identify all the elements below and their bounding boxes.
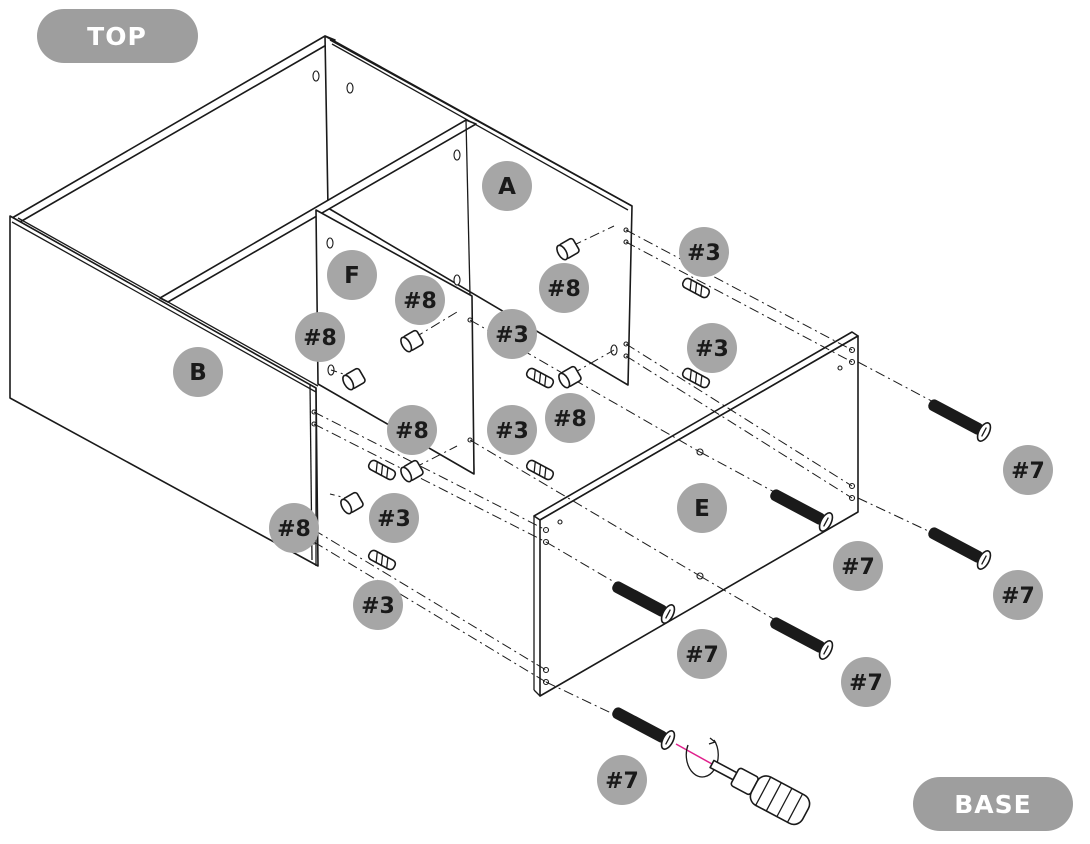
dowel-callout: #3 — [687, 323, 737, 373]
screw-callout: #7 — [1003, 445, 1053, 495]
svg-text:#3: #3 — [495, 323, 529, 348]
svg-text:#3: #3 — [361, 594, 395, 619]
screw-callout: #7 — [993, 570, 1043, 620]
dowel-callout: #3 — [353, 580, 403, 630]
cam-lock-callout: #8 — [387, 405, 437, 455]
svg-text:#8: #8 — [403, 289, 437, 314]
svg-text:#3: #3 — [495, 419, 529, 444]
dowel-callout: #3 — [679, 227, 729, 277]
panel-a-label: A — [498, 174, 516, 200]
panel-b-label: B — [189, 360, 207, 386]
svg-text:#8: #8 — [395, 419, 429, 444]
svg-text:#7: #7 — [849, 671, 883, 696]
screw-callout: #7 — [833, 541, 883, 591]
svg-text:#8: #8 — [277, 517, 311, 542]
screw-parts — [612, 399, 992, 750]
screw-callout: #7 — [597, 755, 647, 805]
svg-text:#7: #7 — [685, 643, 719, 668]
screwdriver-icon — [675, 737, 811, 826]
svg-text:#3: #3 — [377, 507, 411, 532]
svg-text:#8: #8 — [303, 326, 337, 351]
top-label-text: TOP — [87, 22, 147, 51]
cam-lock-parts — [340, 237, 582, 515]
cam-lock-callout: #8 — [295, 312, 345, 362]
dowel-callout: #3 — [369, 493, 419, 543]
svg-text:#8: #8 — [547, 277, 581, 302]
svg-text:#7: #7 — [1001, 584, 1035, 609]
screw-callout: #7 — [841, 657, 891, 707]
cabinet-body — [9, 35, 633, 567]
panel-e-label: E — [694, 496, 710, 522]
back-rail — [11, 35, 336, 223]
screw-callout: #7 — [677, 629, 727, 679]
svg-text:#7: #7 — [605, 769, 639, 794]
cam-lock-callout: #8 — [539, 263, 589, 313]
panel-b — [9, 215, 319, 567]
svg-text:#8: #8 — [553, 407, 587, 432]
dowel-callout: #3 — [487, 309, 537, 359]
base-label-text: BASE — [954, 790, 1032, 819]
svg-text:#3: #3 — [695, 337, 729, 362]
panel-e-badge: E — [677, 483, 727, 533]
svg-text:#3: #3 — [687, 241, 721, 266]
cam-lock-callout: #8 — [545, 393, 595, 443]
cam-lock-callout: #8 — [269, 503, 319, 553]
panel-f-badge: F — [327, 250, 377, 300]
svg-text:#7: #7 — [1011, 459, 1045, 484]
base-label: BASE — [913, 777, 1073, 831]
panel-f-label: F — [344, 263, 360, 289]
dowel-parts — [367, 277, 711, 571]
cam-lock-callout: #8 — [395, 275, 445, 325]
panel-a-badge: A — [482, 161, 532, 211]
top-label: TOP — [37, 9, 198, 63]
panel-b-badge: B — [173, 347, 223, 397]
dowel-callout: #3 — [487, 405, 537, 455]
svg-text:#7: #7 — [841, 555, 875, 580]
